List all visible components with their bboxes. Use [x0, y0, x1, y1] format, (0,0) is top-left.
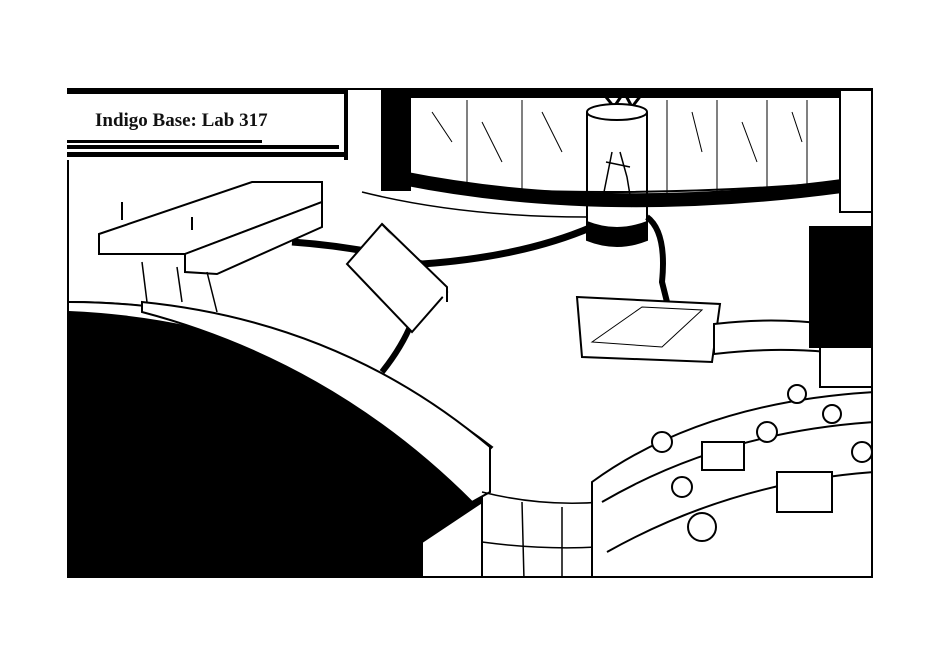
caption-top-bar — [67, 88, 348, 94]
upper-left-consoles — [98, 181, 323, 313]
foreground-console — [69, 300, 494, 576]
walkway — [481, 491, 603, 576]
comic-panel — [67, 88, 873, 578]
caption-rule — [67, 140, 262, 143]
back-wall-windows — [381, 90, 871, 213]
caption-box: Indigo Base: Lab 317 — [67, 88, 348, 160]
terminal-box — [345, 222, 449, 334]
caption-rule — [67, 145, 339, 149]
caption-title: Indigo Base: Lab 317 — [95, 110, 268, 131]
control-panel — [575, 226, 871, 388]
caption-rule — [67, 152, 345, 157]
lab-illustration — [69, 90, 871, 576]
specimen-tank — [586, 90, 648, 247]
right-workstations — [591, 384, 871, 576]
